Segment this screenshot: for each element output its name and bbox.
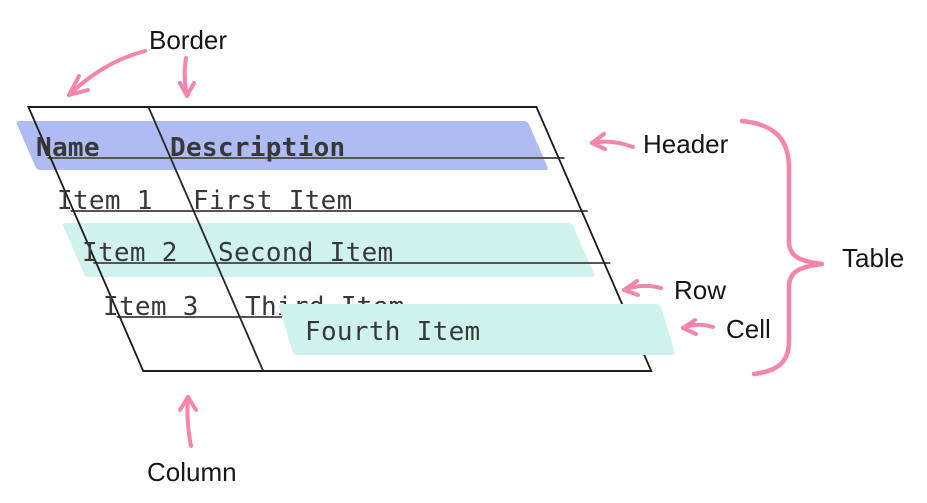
cell-second-item: Second Item: [218, 238, 394, 268]
cell-item1: Item 1: [57, 186, 153, 216]
row-label: Row: [674, 275, 727, 305]
cell-item3: Item 3: [103, 292, 199, 322]
column-label: Column: [147, 457, 237, 487]
cell-fourth-item: Fourth Item: [305, 317, 481, 347]
border-arrow-long-icon: [67, 49, 147, 97]
header-arrow-icon: [590, 132, 635, 151]
cell-arrow-icon: [681, 318, 715, 336]
cell-item2: Item 2: [82, 238, 178, 268]
column-arrow-icon: [178, 395, 198, 448]
cell-first-item: First Item: [193, 186, 353, 216]
header-label: Header: [643, 129, 729, 159]
border-label: Border: [149, 25, 228, 55]
header-cell-name: Name: [36, 133, 100, 163]
header-cell-description: Description: [170, 133, 346, 163]
table-label: Table: [842, 243, 905, 273]
cell-label: Cell: [726, 314, 771, 344]
row-arrow-icon: [622, 279, 663, 297]
border-arrow-short-icon: [178, 56, 196, 98]
